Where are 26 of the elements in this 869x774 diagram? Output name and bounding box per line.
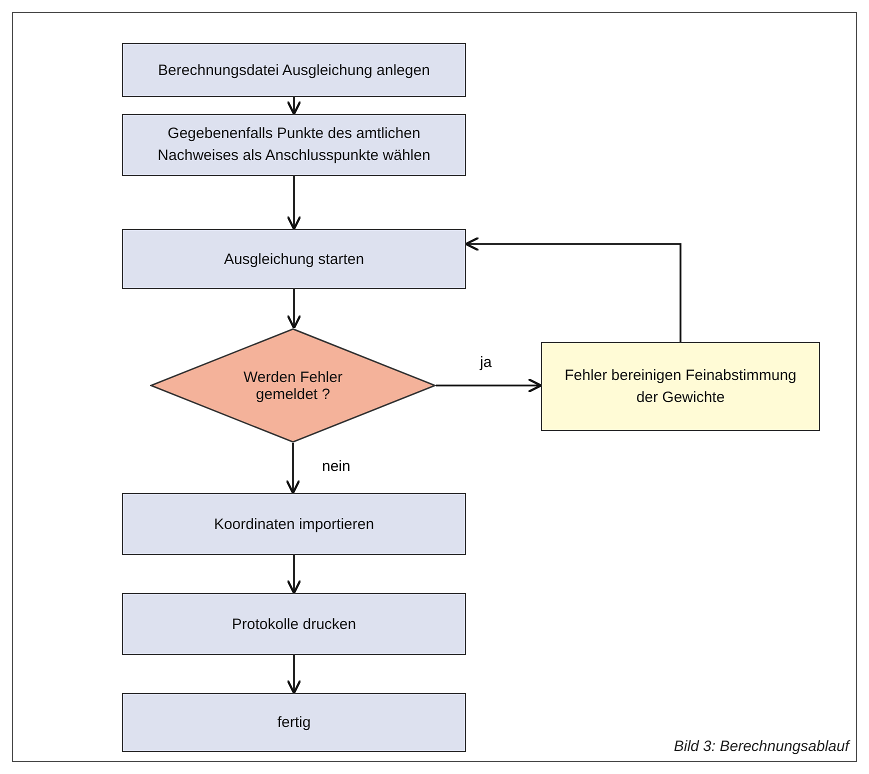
node-text: Koordinaten importieren xyxy=(214,516,374,532)
decision-diamond xyxy=(150,328,436,443)
process-box xyxy=(122,43,466,97)
node-text: Protokolle drucken xyxy=(232,616,356,632)
process-box xyxy=(122,114,466,176)
node-text: Ausgleichung starten xyxy=(224,250,364,268)
node-text: Werden Fehler gemeldet ? xyxy=(242,368,344,402)
node-text: Fehler bereinigen Feinabstimmung der Gewichte xyxy=(564,366,798,408)
process-box xyxy=(541,342,820,431)
arrow xyxy=(286,176,302,230)
node-text: fertig xyxy=(277,714,311,731)
process-box xyxy=(122,593,466,655)
arrow xyxy=(464,236,682,342)
process-box xyxy=(122,693,466,752)
arrow xyxy=(286,655,302,694)
arrow xyxy=(436,378,542,393)
arrow xyxy=(286,289,302,330)
process-box xyxy=(122,229,466,289)
arrow xyxy=(286,555,302,594)
arrow xyxy=(286,97,302,116)
node-text: Gegebenenfalls Punkte des amtlichen Nachweises als Anschlusspunkte wählen xyxy=(156,124,432,166)
process-box xyxy=(122,493,466,555)
edge-label: ja xyxy=(478,354,494,371)
node-text: Berechnungsdatei Ausgleichung anlegen xyxy=(158,62,430,78)
caption: Bild 3: Berechnungsablauf xyxy=(674,738,849,755)
arrow xyxy=(286,443,300,494)
